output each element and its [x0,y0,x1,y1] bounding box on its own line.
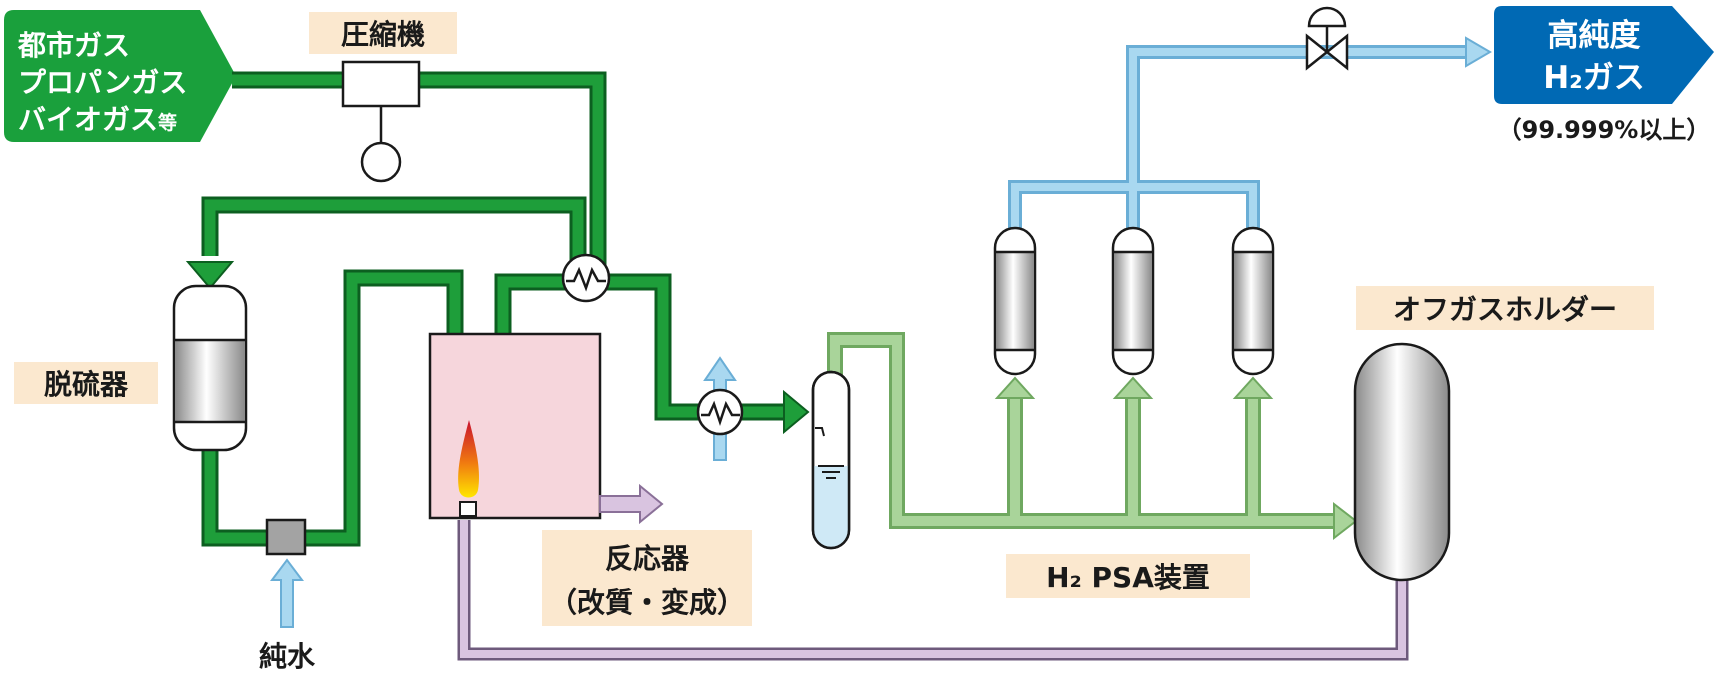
product-line-2: H₂ガス [1543,60,1645,96]
feed-line-1: 都市ガス [17,29,130,62]
arrow-up-icon [994,376,1036,399]
control-valve [1305,6,1349,71]
feed-pipes [185,71,810,547]
offgas-holder [1353,342,1451,582]
psa-column-3 [1231,226,1275,376]
svg-text:（改質・変成）: （改質・変成） [549,586,745,619]
feed-line-2: プロパンガス [18,66,187,99]
product-purity: （99.999%以上） [1498,116,1711,144]
hydrogen-product-lines [1008,36,1492,238]
valve-actuator-icon [1307,6,1347,28]
psa-column-1 [993,226,1037,376]
gas-liquid-separator [811,370,851,550]
psa-feed-lines [827,332,1358,541]
offgas-return-line [457,520,1409,661]
offgas-holder-label: オフガスホルダー [1356,286,1654,330]
product-line-1: 高純度 [1548,18,1641,54]
svg-text:圧縮機: 圧縮機 [341,18,425,51]
pure-water-inlet [270,558,304,628]
psa-label: H₂ PSA装置 [1006,554,1250,598]
burner-icon [459,501,477,517]
heat-exchanger-icon [566,266,606,292]
feed-line-3: バイオガス等 [18,103,177,136]
arrow-down-icon [185,261,235,290]
heat-exchanger-icon [701,400,740,426]
arrow-up-icon [270,558,304,628]
psa-column-2 [1111,226,1155,376]
product-badge: 高純度 H₂ガス [1494,6,1714,104]
arrow-up-icon [1112,376,1154,399]
pure-water-label: 純水 [259,640,316,673]
flame-icon [458,420,479,498]
svg-text:H₂ PSA装置: H₂ PSA装置 [1046,561,1210,594]
heat-exchanger [561,253,611,303]
mixer [265,518,307,556]
compressor-label: 圧縮機 [309,12,457,54]
desulfurizer-label: 脱硫器 [14,362,158,404]
arrow-up-icon [1232,376,1274,399]
svg-text:オフガスホルダー: オフガスホルダー [1393,293,1617,326]
desulfurizer [172,284,248,452]
svg-text:脱硫器: 脱硫器 [44,368,129,401]
reactor-label: 反応器 （改質・変成） [542,530,752,626]
motor-icon [360,141,402,183]
arrow-right-icon [1333,501,1358,541]
cooler [696,356,744,461]
reactor [428,332,602,520]
arrow-right-icon [1465,36,1492,68]
arrow-right-icon [783,389,810,435]
exhaust-arrow-icon [599,483,664,525]
compressor [341,60,421,183]
svg-text:反応器: 反応器 [605,542,690,575]
feed-gas-badge: 都市ガス プロパンガス バイオガス等 [4,10,236,142]
